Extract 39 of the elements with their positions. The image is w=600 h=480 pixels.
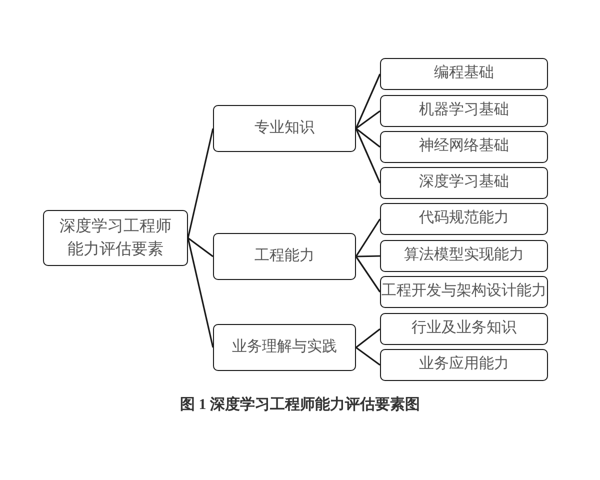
connector-line bbox=[187, 128, 214, 238]
rounded-box bbox=[380, 95, 548, 127]
node-label: 机器学习基础 bbox=[419, 100, 509, 120]
rounded-box bbox=[213, 324, 356, 371]
rounded-box bbox=[213, 105, 356, 152]
rounded-box bbox=[380, 240, 548, 272]
figure-caption: 图 1 深度学习工程师能力评估要素图 bbox=[180, 397, 420, 413]
rounded-box bbox=[380, 167, 548, 199]
rounded-box bbox=[380, 58, 548, 90]
rounded-box bbox=[380, 313, 548, 345]
node-label: 编程基础 bbox=[434, 64, 494, 84]
connector-line bbox=[356, 346, 380, 366]
connector-line bbox=[355, 256, 381, 292]
connector-line bbox=[355, 128, 381, 184]
node-label: 工程开发与架构设计能力 bbox=[382, 282, 546, 302]
connector-line bbox=[356, 128, 380, 148]
connector-line bbox=[355, 218, 381, 257]
node-label: 工程能力 bbox=[254, 246, 314, 266]
node-label: 业务应用能力 bbox=[419, 354, 509, 374]
node-label: 行业及业务知识 bbox=[412, 318, 516, 338]
node-label: 专业知识 bbox=[254, 118, 314, 138]
node-label: 业务理解与实践 bbox=[232, 338, 337, 357]
connector-line bbox=[188, 237, 214, 258]
rounded-box bbox=[380, 131, 548, 163]
rounded-box bbox=[213, 233, 356, 280]
rounded-box bbox=[380, 203, 548, 235]
connector-line bbox=[356, 328, 380, 348]
connector-line bbox=[187, 238, 214, 348]
rounded-box bbox=[43, 210, 188, 266]
connector-line bbox=[356, 255, 380, 258]
connector-line bbox=[355, 74, 381, 129]
rounded-box bbox=[380, 349, 548, 381]
node-label: 深度学习工程师能力评估要素 bbox=[58, 216, 172, 260]
rounded-box bbox=[380, 276, 548, 308]
connector-line bbox=[356, 110, 380, 130]
node-label: 算法模型实现能力 bbox=[404, 246, 524, 266]
node-label: 神经网络基础 bbox=[419, 136, 509, 156]
node-label: 深度学习基础 bbox=[419, 172, 509, 192]
node-label: 代码规范能力 bbox=[419, 208, 509, 228]
